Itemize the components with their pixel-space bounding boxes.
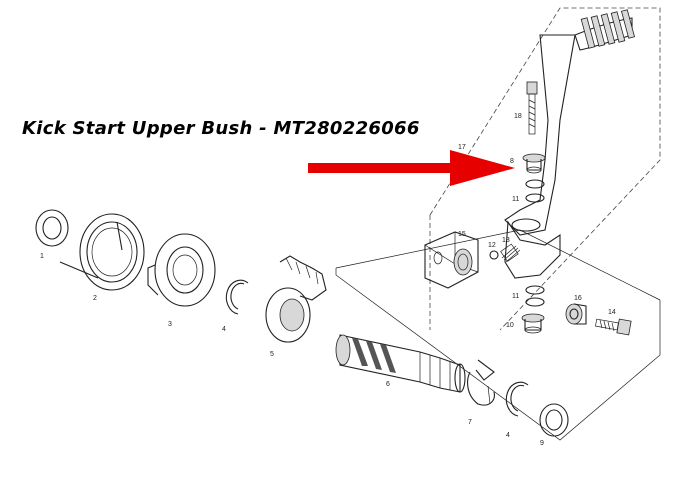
lower-bush-10: [521, 313, 545, 334]
label-3: 3: [168, 321, 172, 328]
label-8: 8: [510, 158, 514, 165]
circlip-4-right: [505, 381, 529, 417]
clamp-block-15: [424, 231, 479, 289]
oring-11-lower-b: [525, 297, 545, 307]
kick-shaft-6: [335, 334, 466, 393]
pin-1: [59, 261, 99, 279]
bolt-14: [595, 318, 632, 336]
label-11-upper: 11: [512, 196, 519, 203]
label-2: 2: [93, 295, 97, 302]
oring-11-upper-b: [525, 193, 545, 203]
label-13: 13: [502, 237, 510, 244]
label-15: 15: [458, 231, 466, 238]
oring-11-lower: [525, 285, 545, 295]
ball-12: [489, 250, 499, 260]
bolt-18: [526, 81, 538, 135]
ratchet-5: [265, 255, 327, 343]
label-1: 1: [40, 253, 44, 260]
kick-spring-2: [79, 213, 145, 291]
oring-11-upper: [525, 179, 545, 189]
bush-16: [565, 303, 587, 325]
ratchet-housing-3: [147, 233, 216, 307]
lever-grip: [580, 9, 636, 49]
spring-13: [500, 243, 521, 263]
part-number-labels: 1 2 3 4 5 6 7 4 9 10 11 11 12 13 14 15 1…: [40, 113, 616, 447]
label-5: 5: [270, 351, 274, 358]
label-12: 12: [488, 242, 496, 249]
label-6: 6: [386, 381, 390, 388]
label-7: 7: [468, 419, 472, 426]
washer-1: [35, 209, 69, 247]
spring-clip-7: [467, 359, 495, 406]
label-11-lower: 11: [512, 293, 519, 300]
label-17: 17: [458, 144, 466, 151]
label-18: 18: [514, 113, 522, 120]
label-10: 10: [506, 322, 514, 329]
circlip-4-left: [225, 279, 249, 315]
label-14: 14: [608, 309, 616, 316]
perspective-frame: [335, 7, 661, 441]
label-4-left: 4: [222, 326, 226, 333]
upper-bush-8: [522, 153, 546, 174]
label-9: 9: [540, 440, 544, 447]
washer-9: [539, 403, 569, 437]
label-16: 16: [574, 295, 582, 302]
red-arrow-pointer: [308, 150, 515, 186]
diagram-title: Kick Start Upper Bush - MT280226066: [22, 118, 420, 139]
label-4-right: 4: [506, 432, 510, 439]
kick-start-lever: [504, 9, 636, 279]
